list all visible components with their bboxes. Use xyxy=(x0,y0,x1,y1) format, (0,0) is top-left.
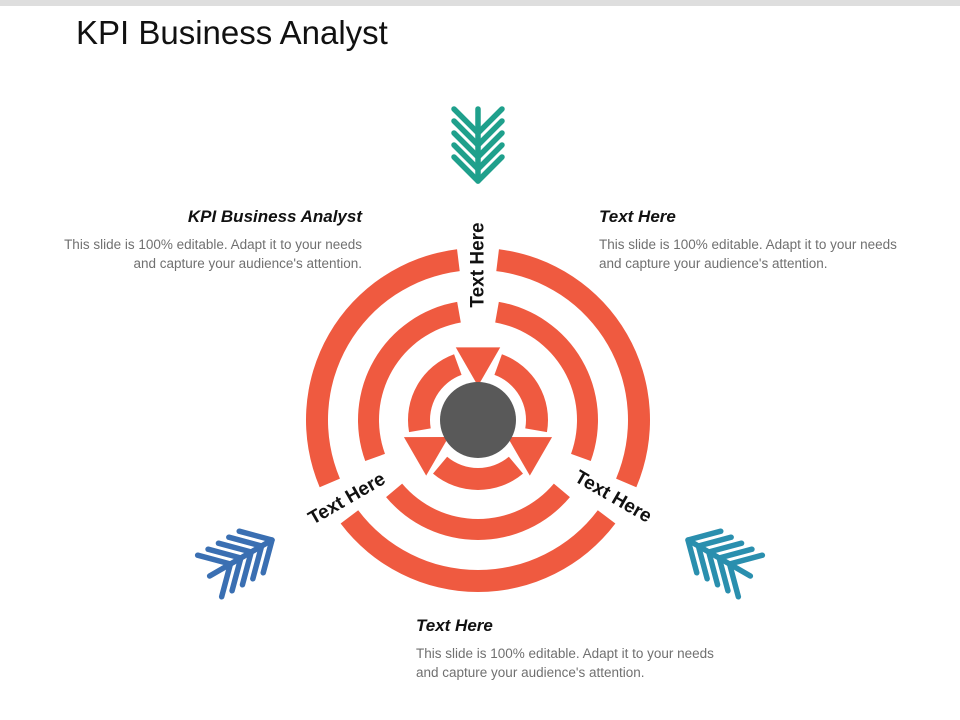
right-block-body: This slide is 100% editable. Adapt it to… xyxy=(599,237,897,271)
ring-label: Text Here xyxy=(468,222,489,307)
right-block-heading: Text Here xyxy=(599,207,676,226)
inner-ring-segment xyxy=(433,456,523,491)
outer-ring-segment xyxy=(496,249,651,488)
bottom-block-heading: Text Here xyxy=(416,616,493,635)
middle-ring-segment xyxy=(495,301,598,462)
inner-triangle-icon xyxy=(455,347,501,386)
middle-ring-segment xyxy=(386,483,570,541)
inner-ring-segment xyxy=(407,354,462,433)
bottom-block-body: This slide is 100% editable. Adapt it to… xyxy=(416,646,714,680)
inner-triangle-icon xyxy=(507,437,553,476)
center-circle xyxy=(440,382,516,458)
middle-ring-segment xyxy=(358,301,461,462)
left-block-heading: KPI Business Analyst xyxy=(187,207,362,226)
left-block-body: This slide is 100% editable. Adapt it to… xyxy=(64,237,362,271)
chevron-arrow-down-icon xyxy=(451,106,505,184)
left-text-block: KPI Business Analyst This slide is 100% … xyxy=(62,207,362,273)
outer-arrows xyxy=(194,106,766,600)
bottom-text-block: Text Here This slide is 100% editable. A… xyxy=(416,616,736,682)
slide-title: KPI Business Analyst xyxy=(76,14,388,51)
chevron-arrow-up-right-icon xyxy=(194,528,275,600)
right-text-block: Text Here This slide is 100% editable. A… xyxy=(599,207,919,273)
chevron-arrow-up-left-icon xyxy=(685,528,766,600)
ring-label: Text Here xyxy=(571,467,655,528)
top-border xyxy=(0,0,960,6)
inner-triangles xyxy=(403,347,553,476)
outer-ring-segment xyxy=(340,510,616,593)
inner-ring-segment xyxy=(494,354,549,433)
inner-triangle-icon xyxy=(403,437,449,476)
target-rings xyxy=(305,249,651,593)
outer-ring-segment xyxy=(305,249,460,488)
